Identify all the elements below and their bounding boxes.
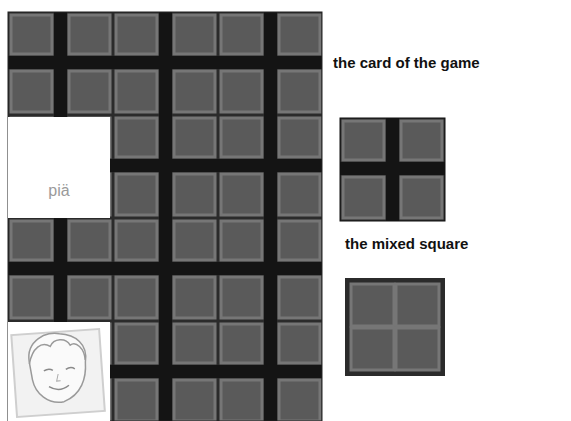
card-tile: piä [8,117,110,218]
card-word: piä [48,181,69,218]
face-card [8,322,110,421]
heading-label: the card of the game [333,54,480,72]
mixed-square-sample [345,278,445,376]
game-board [8,12,322,421]
heading-label: the mixed square [345,235,468,253]
card-sample [340,118,445,221]
